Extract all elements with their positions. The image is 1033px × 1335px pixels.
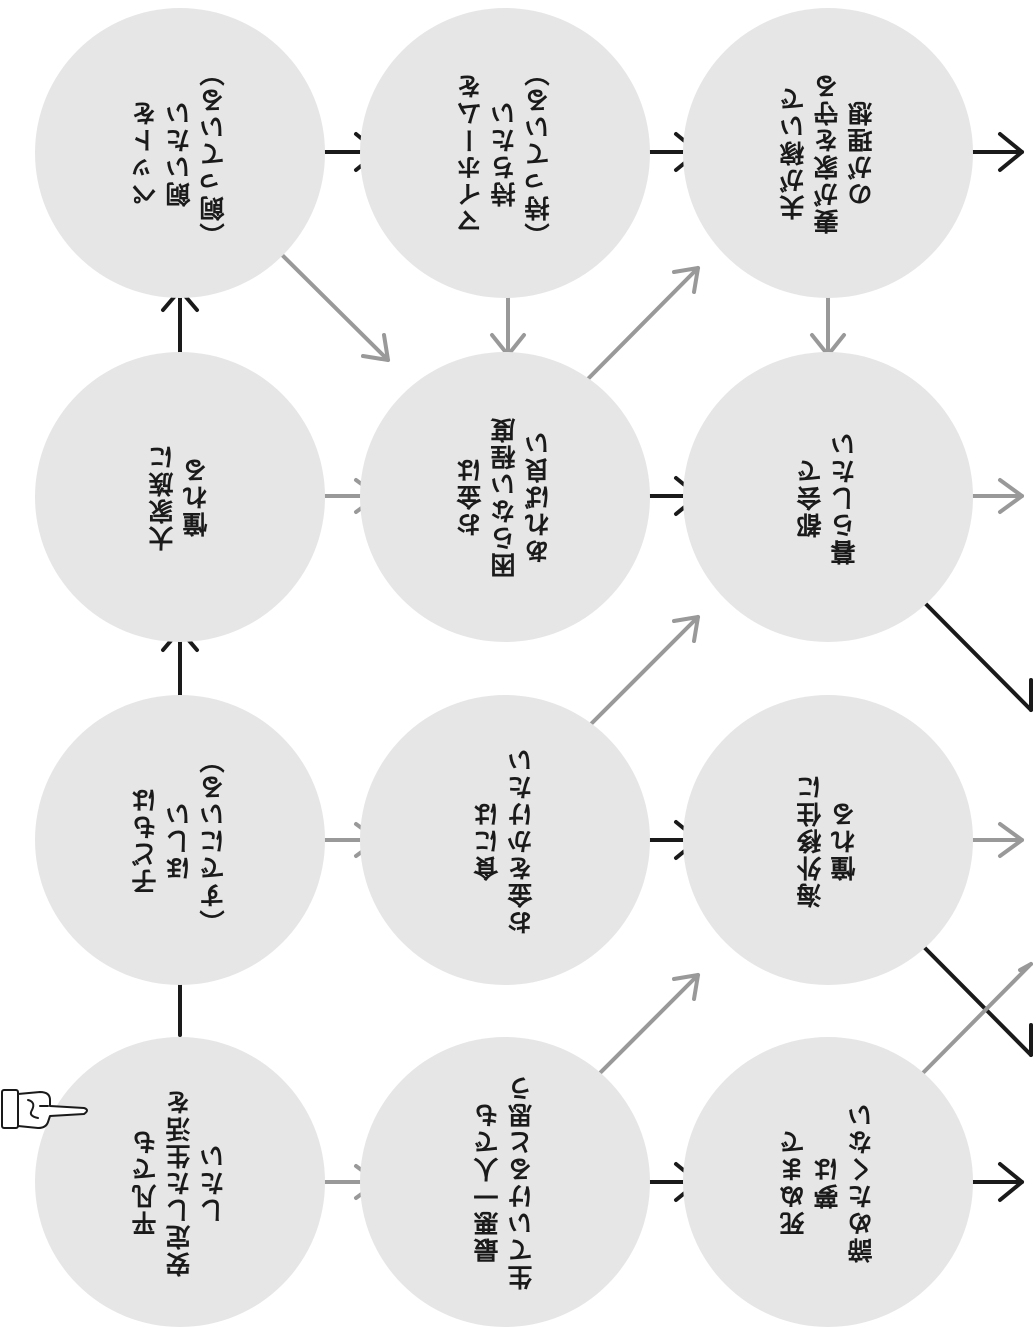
node-enough-money: お金は困らない程度あれば良い [360, 352, 650, 642]
node-line: 安定した生活を [165, 1087, 194, 1277]
node-line: 海外移住に [796, 772, 825, 908]
node-line: 飼いたい [165, 99, 194, 207]
node-spend-on-food: 食にはお金をかけたい [360, 695, 650, 985]
node-line: 都会で [796, 456, 825, 538]
node-line: 最悪一人でも [473, 1101, 502, 1263]
node-line: （飼っている） [199, 58, 228, 248]
node-line: したい [199, 1141, 228, 1223]
node-pet: ペットを飼いたい（飼っている） [35, 8, 325, 298]
node-line: 憧れる [182, 456, 211, 538]
arrow-dark [161, 288, 199, 360]
node-line: 夫が稼いで [779, 85, 808, 221]
arrow-light [263, 236, 390, 362]
pointing-hand-icon [1, 1089, 88, 1129]
arrow-dark [913, 936, 1033, 1057]
node-line: 妻が家を守る [813, 72, 842, 234]
node-line: （持っている） [524, 58, 553, 248]
node-traditional-roles: 夫が稼いで妻が家を守るのが理想 [683, 8, 973, 298]
node-line: 憧れる [830, 799, 859, 881]
node-line: 夢は [813, 1155, 842, 1209]
node-big-family: 大家族に憧れる [35, 352, 325, 642]
node-line: ほしい [165, 799, 194, 881]
node-line: のが理想 [847, 99, 876, 207]
arrow-light [906, 962, 1033, 1090]
node-line: 死ぬまで [779, 1128, 808, 1236]
node-city-life: 都会で暮らしたい [683, 352, 973, 642]
node-line: マイホームを [456, 72, 485, 234]
node-line: 子どもは [131, 786, 160, 894]
node-line: （すでにいる） [199, 745, 228, 935]
arrow-light [573, 266, 700, 394]
node-stable-life: 平凡でも安定した生活をしたい [35, 1037, 325, 1327]
node-line: 生ていけると思う [507, 1074, 536, 1290]
node-move-abroad: 海外移住に憧れる [683, 695, 973, 985]
node-line: ペットを [131, 99, 160, 207]
node-line: 大家族に [148, 443, 177, 551]
node-live-alone: 最悪一人でも生ていけると思う [360, 1037, 650, 1327]
node-want-children: 子どもはほしい（すでにいる） [35, 695, 325, 985]
node-line: あれば良い [524, 429, 553, 565]
node-line: 諦めたくない [847, 1101, 876, 1263]
arrow-light [810, 291, 846, 357]
node-line: お金をかけたい [507, 745, 536, 935]
node-line: 困らない程度 [490, 416, 519, 578]
node-line: 暮らしたい [830, 429, 859, 565]
node-line: お金は [456, 456, 485, 538]
node-line: 食には [473, 799, 502, 881]
arrow-dark [910, 588, 1033, 712]
node-line: 平凡でも [131, 1128, 160, 1236]
arrow-light [490, 291, 526, 357]
arrow-light [573, 615, 700, 742]
node-keep-dreams: 死ぬまで夢は諦めたくない [683, 1037, 973, 1327]
node-line: 持ちたい [490, 99, 519, 207]
node-my-home: マイホームを持ちたい（持っている） [360, 8, 650, 298]
